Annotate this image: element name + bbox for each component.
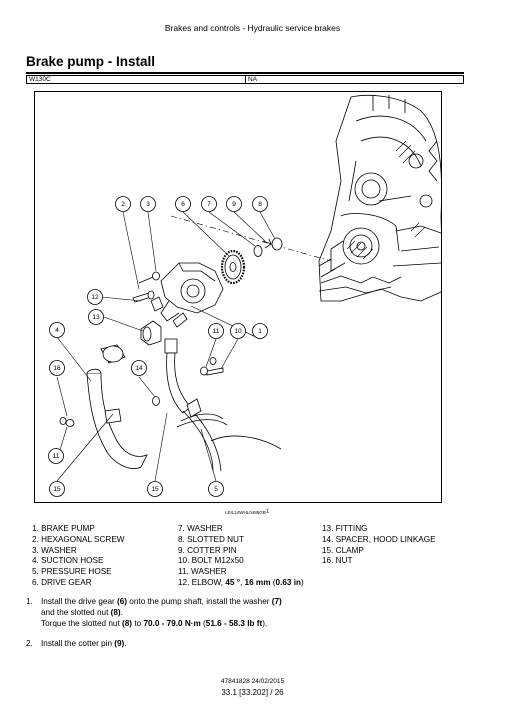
parts-list-item: 8. SLOTTED NUT (178, 534, 244, 544)
parts-list-item-elbow: 12. ELBOW, 45 °, 16 mm (0.63 in) (178, 577, 304, 587)
callout-label: 3 (146, 201, 150, 208)
parts-list-item: 15. CLAMP (322, 545, 364, 555)
callout-circle (49, 322, 65, 338)
callout-label: 1 (258, 328, 262, 335)
suction-hose-drawing (86, 344, 148, 469)
step-1: 1. Install the drive gear (6) onto the p… (26, 597, 282, 628)
parts-list-item: 1. BRAKE PUMP (32, 524, 95, 533)
brake-pump-illustration: 2 3 6 7 9 8 12 13 4 11 10 1 16 14 11 15 15 5 (48, 95, 441, 497)
model-cell: W130C (29, 76, 51, 83)
callout-label: 11 (213, 328, 220, 335)
parts-list-item: 9. COTTER PIN (178, 545, 237, 555)
callout-circle (147, 481, 163, 497)
pressure-hose-drawing (164, 312, 222, 472)
callout-circle (252, 323, 268, 339)
callout-label: 6 (181, 201, 185, 208)
step-number: 2. (26, 639, 33, 649)
callout-label: 10 (234, 328, 242, 335)
footer-doc-id: 47841828 24/02/2015 (220, 678, 285, 685)
washer-nut-drawing (253, 237, 283, 257)
callout-label: 12 (91, 294, 99, 301)
callout-circle (208, 481, 224, 497)
callout-label: 16 (53, 365, 61, 372)
figure-code: LEIL14WHL0486GB (225, 510, 266, 515)
callout-circle (140, 196, 156, 212)
page-title: Brake pump - Install (26, 54, 156, 69)
parts-list-item: 6. DRIVE GEAR (32, 577, 92, 587)
callout-circle (208, 323, 224, 339)
parts-list-item: 16. NUT (322, 556, 353, 566)
parts-list-item: 10. BOLT M12x50 (178, 556, 244, 566)
fitting-elbow-drawing (140, 296, 164, 346)
drive-gear-drawing (220, 249, 246, 285)
step-2: 2. Install the cotter pin (9). (26, 639, 127, 649)
parts-list-item: 3. WASHER (32, 545, 77, 555)
parts-list-item: 5. PRESSURE HOSE (32, 567, 112, 577)
callout-circle (226, 196, 242, 212)
callout-group: 2 3 6 7 9 8 12 13 4 11 10 1 16 14 11 15 15 5 (48, 196, 268, 497)
callout-circle (201, 196, 217, 212)
callout-label: 8 (258, 201, 262, 208)
callout-circle (49, 481, 65, 497)
callout-circle (115, 196, 131, 212)
exploded-view-figure: 2 3 6 7 9 8 12 13 4 11 10 1 16 14 11 15 15 5 (34, 91, 442, 503)
frame-bracket-drawing (176, 413, 282, 450)
assembly-axis-line (170, 215, 332, 262)
title-rule (26, 72, 464, 74)
footer-page-number: 33.1 [33.202] / 26 (221, 688, 284, 697)
callout-circle (87, 289, 103, 305)
engine-housing-drawing (318, 95, 441, 302)
brake-pump-body-drawing (160, 262, 224, 322)
callout-label: 15 (53, 486, 61, 493)
parts-list-item: 11. WASHER (178, 567, 227, 577)
step-number: 1. (26, 597, 33, 606)
callout-label: 11 (53, 453, 60, 460)
callout-circle (48, 448, 64, 464)
callout-label: 2 (121, 201, 125, 208)
parts-list-item: 13. FITTING (322, 524, 368, 533)
callout-circle (252, 196, 268, 212)
running-header: Brakes and controls - Hydraulic service … (164, 23, 341, 33)
screws-drawing (132, 271, 224, 376)
callout-label: 5 (214, 486, 218, 493)
leader-lines (55, 211, 276, 482)
parts-list-item: 4. SUCTION HOSE (32, 556, 104, 566)
parts-list-column-2: 7. WASHER 8. SLOTTED NUT 9. COTTER PIN 1… (178, 524, 304, 589)
parts-list-item: 14. SPACER, HOOD LINKAGE (322, 534, 436, 544)
figure-number: 1 (266, 509, 270, 515)
parts-list-column-3: 13. FITTING 14. SPACER, HOOD LINKAGE 15.… (322, 524, 436, 567)
serial-cell: NA (245, 76, 466, 84)
callout-label: 15 (151, 486, 159, 493)
callout-circle (49, 360, 65, 376)
callout-circle (230, 323, 246, 339)
parts-list-item: 2. HEXAGONAL SCREW (32, 534, 125, 544)
callout-label: 7 (207, 201, 211, 208)
small-parts-drawing (59, 396, 160, 427)
parts-list-column-1: 1. BRAKE PUMP 2. HEXAGONAL SCREW 3. WASH… (32, 524, 125, 589)
callout-label: 9 (232, 201, 236, 208)
callout-label: 4 (55, 327, 59, 334)
callout-circle (175, 196, 191, 212)
callout-circle (131, 360, 147, 376)
callout-label: 13 (92, 314, 100, 321)
torque-spec: Torque the slotted nut (8) to 70.0 - 79.… (41, 618, 268, 628)
spec-table: W130C NA (26, 75, 464, 84)
callout-circle (88, 309, 104, 325)
parts-list-item: 7. WASHER (178, 524, 223, 533)
callout-label: 14 (135, 365, 143, 372)
procedure-steps: 1. Install the drive gear (6) onto the p… (26, 597, 286, 650)
engine-hatching (346, 140, 426, 260)
